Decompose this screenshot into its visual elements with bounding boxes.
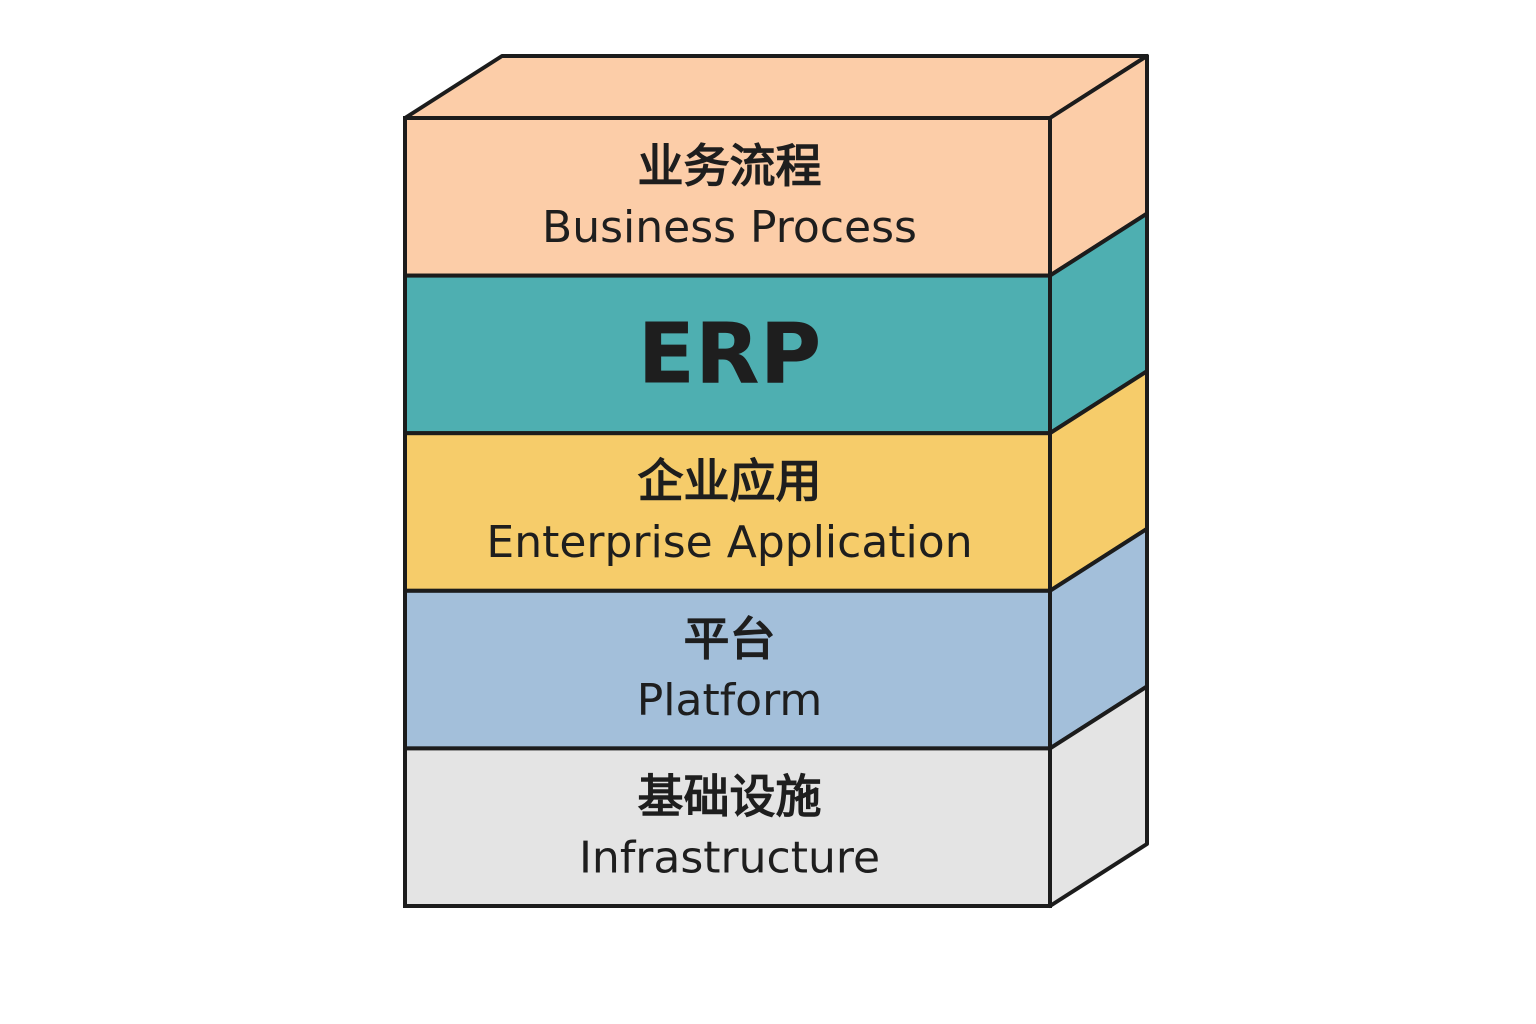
layer-enterprise-application bbox=[403, 431, 1052, 593]
layer-label-en-platform: Platform bbox=[637, 675, 823, 726]
layer-infrastructure bbox=[403, 746, 1052, 909]
layer-label-en-infrastructure: Infrastructure bbox=[579, 832, 880, 883]
layer-label-cn-platform: 平台 bbox=[684, 612, 776, 666]
stack-faces bbox=[403, 54, 1149, 909]
layer-business-process bbox=[403, 116, 1052, 278]
layer-label-cn-enterprise-application: 企业应用 bbox=[638, 454, 822, 508]
layer-label-cn-infrastructure: 基础设施 bbox=[638, 769, 822, 823]
layer-erp bbox=[403, 273, 1052, 436]
layer-label-erp: ERP bbox=[638, 304, 822, 402]
layer-label-cn-business-process: 业务流程 bbox=[638, 139, 822, 193]
layer-label-en-enterprise-application: Enterprise Application bbox=[486, 517, 972, 568]
layer-label-en-business-process: Business Process bbox=[542, 202, 917, 253]
top-face bbox=[403, 54, 1149, 120]
